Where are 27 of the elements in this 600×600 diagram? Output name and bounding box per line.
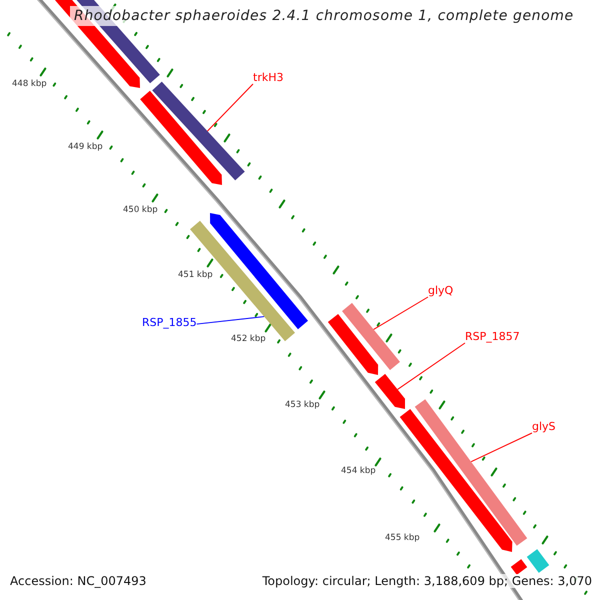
gene-feature [400,409,512,552]
gene-feature [374,374,405,409]
leader-line [206,84,254,132]
gene-label: glyQ [428,284,454,297]
tick-label: 452 kbp [231,334,266,344]
gene-feature [152,82,245,180]
footer-text: Accession: NC_007493 [10,574,146,588]
tick-label: 448 kbp [12,79,47,89]
gene-label: RSP_1857 [465,330,520,343]
tick-label: 454 kbp [341,466,376,476]
gene-label: trkH3 [253,71,284,84]
gene-feature [140,90,222,185]
leader-line [397,342,466,390]
tick-label: 449 kbp [68,142,103,152]
gene-feature [526,549,550,573]
gene-feature [328,314,378,375]
tick-label: 451 kbp [178,270,213,280]
footer-text: Topology: circular; Length: 3,188,609 bp; Genes: 3,070 [262,574,592,588]
leader-line [196,316,265,325]
leader-line [373,296,428,330]
tick-label: 450 kbp [123,205,158,215]
tick-label: 455 kbp [385,533,420,543]
leader-line [470,432,532,462]
gene-label: RSP_1855 [142,316,197,329]
tick-label: 453 kbp [285,400,320,410]
gene-feature [342,302,400,370]
gene-label: glyS [532,420,556,433]
